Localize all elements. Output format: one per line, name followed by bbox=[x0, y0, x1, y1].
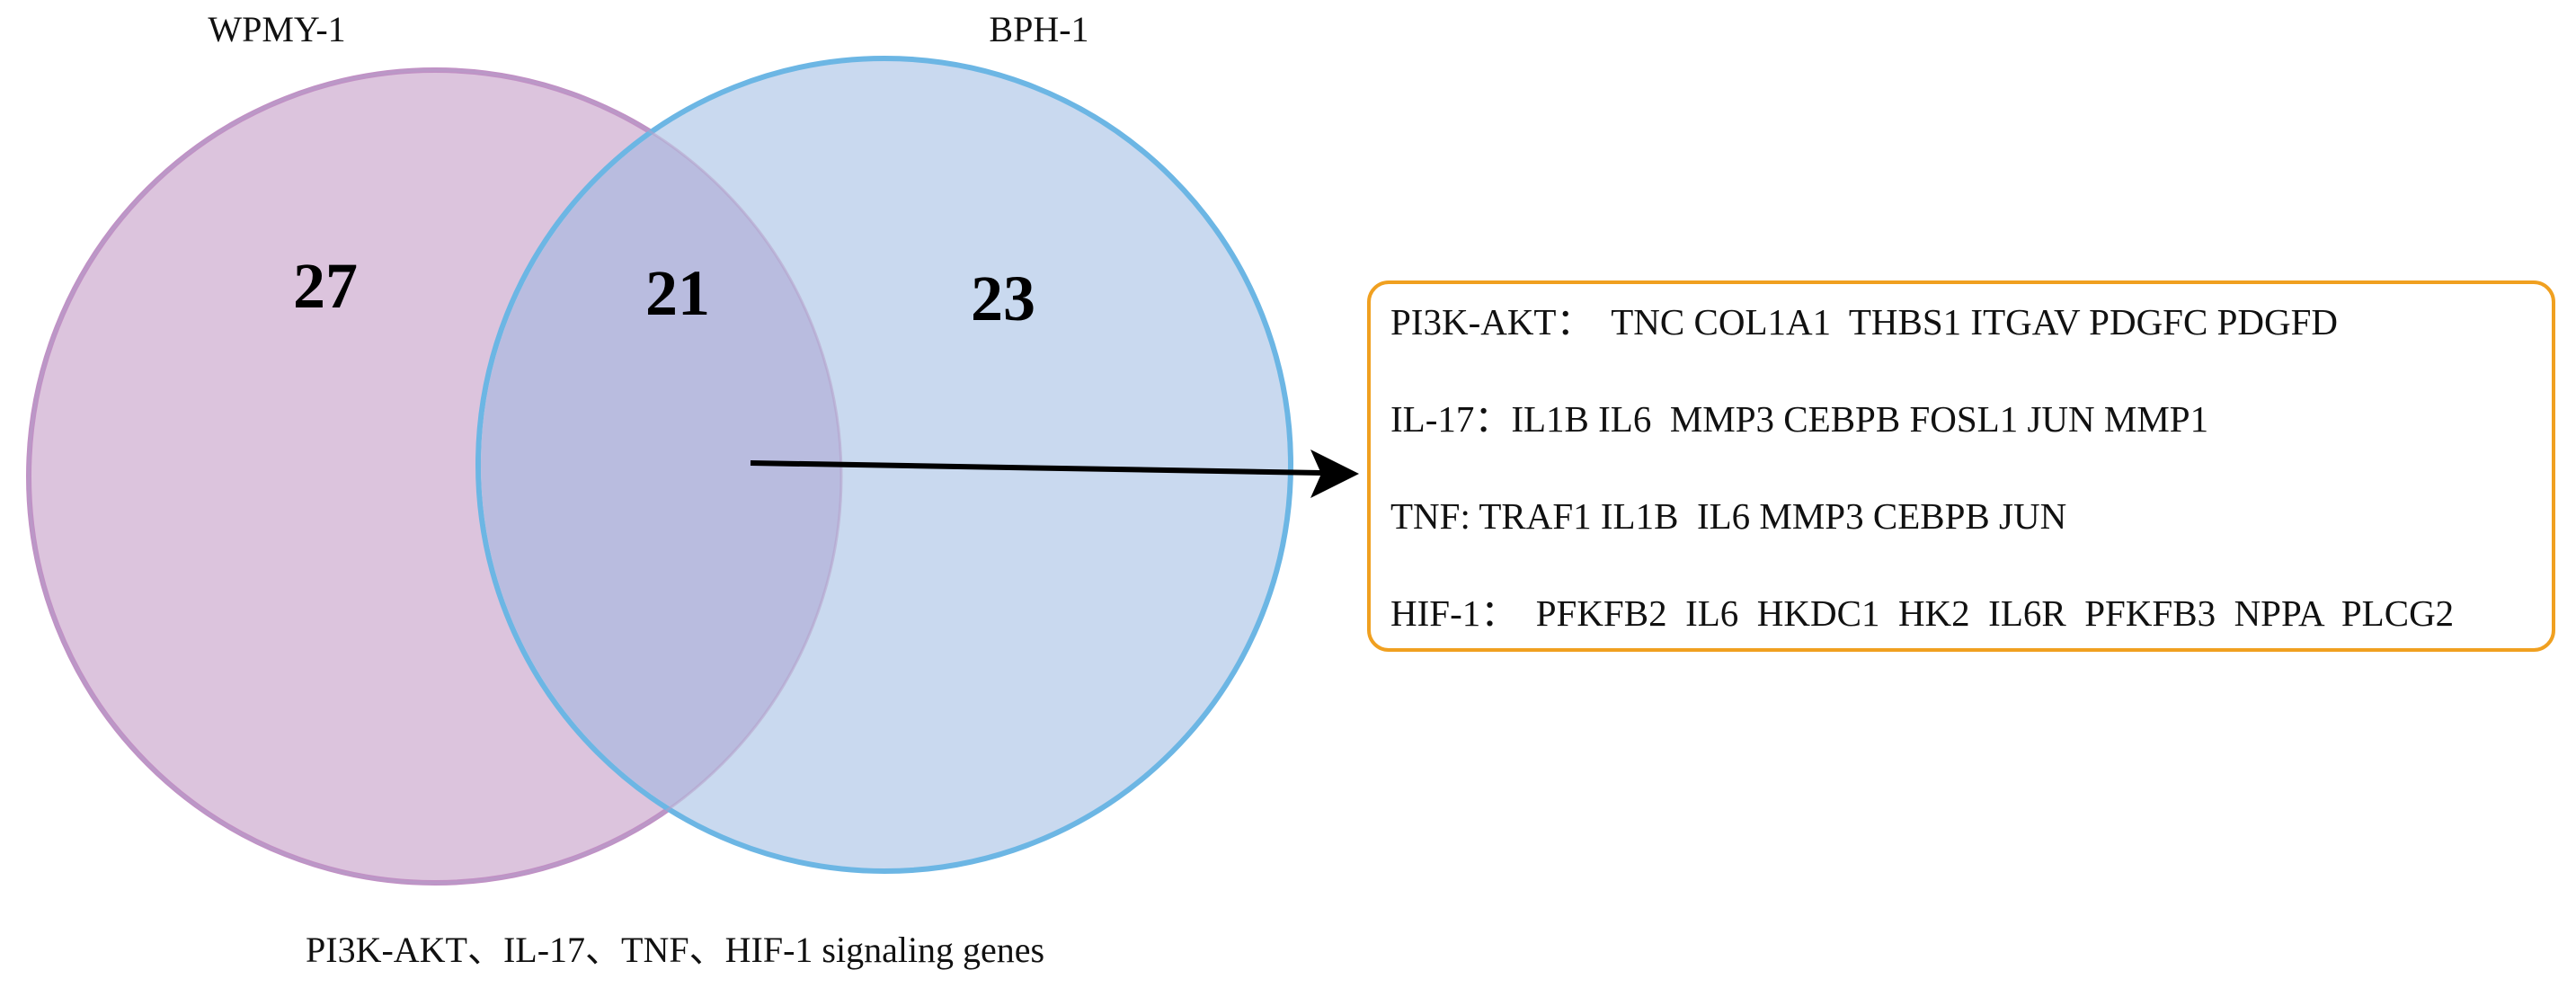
intersection-region bbox=[481, 70, 841, 868]
count-bph-1-only: 23 bbox=[971, 263, 1035, 334]
gene-line-pi3k-akt: PI3K-AKT： TNC COL1A1 THBS1 ITGAV PDGFC P… bbox=[1390, 301, 2339, 343]
set-label-bph-1: BPH-1 bbox=[989, 9, 1088, 49]
count-intersection: 21 bbox=[645, 257, 710, 329]
diagram-caption: PI3K-AKT、IL-17、TNF、HIF-1 signaling genes bbox=[306, 930, 1044, 970]
gene-line-hif-1: HIF-1： PFKFB2 IL6 HKDC1 HK2 IL6R PFKFB3 … bbox=[1390, 592, 2455, 634]
arrow-head bbox=[1310, 449, 1359, 498]
arrow-shaft bbox=[750, 460, 1322, 476]
count-wpmy-1-only: 27 bbox=[293, 250, 358, 322]
signaling-genes-box: PI3K-AKT： TNC COL1A1 THBS1 ITGAV PDGFC P… bbox=[1367, 280, 2555, 652]
set-label-wpmy-1: WPMY-1 bbox=[208, 9, 345, 49]
gene-line-il-17: IL-17：IL1B IL6 MMP3 CEBPB FOSL1 JUN MMP1 bbox=[1390, 398, 2209, 440]
wpmy-1-circle-inner-outline bbox=[27, 68, 843, 885]
gene-line-tnf: TNF: TRAF1 IL1B IL6 MMP3 CEBPB JUN bbox=[1390, 495, 2067, 537]
